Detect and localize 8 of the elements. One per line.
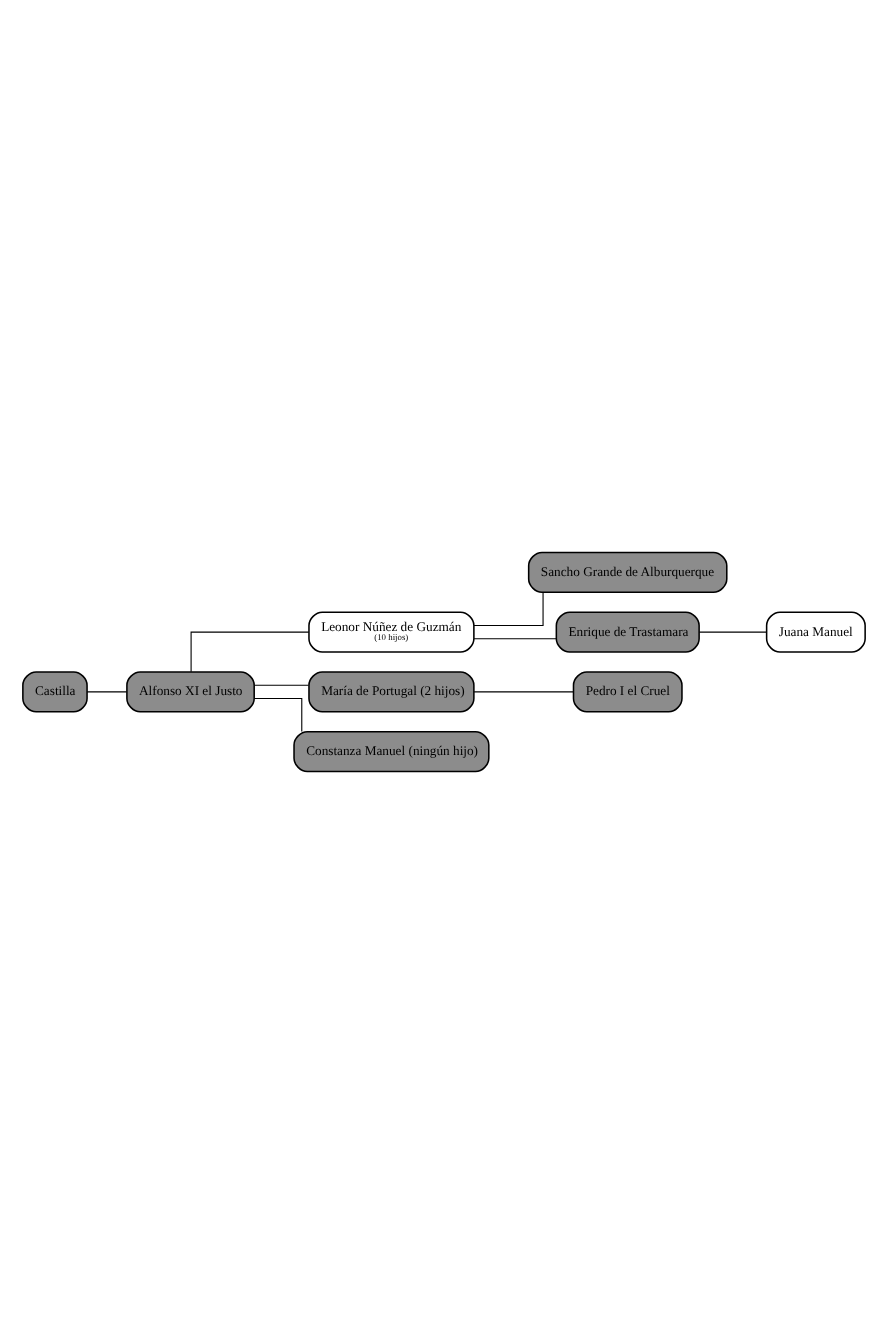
connector xyxy=(86,690,128,692)
connector xyxy=(253,696,303,732)
connector xyxy=(473,690,574,692)
connector xyxy=(190,630,310,672)
connector xyxy=(473,590,544,626)
connector xyxy=(698,630,768,632)
connector xyxy=(253,683,310,685)
connector xyxy=(473,637,557,639)
